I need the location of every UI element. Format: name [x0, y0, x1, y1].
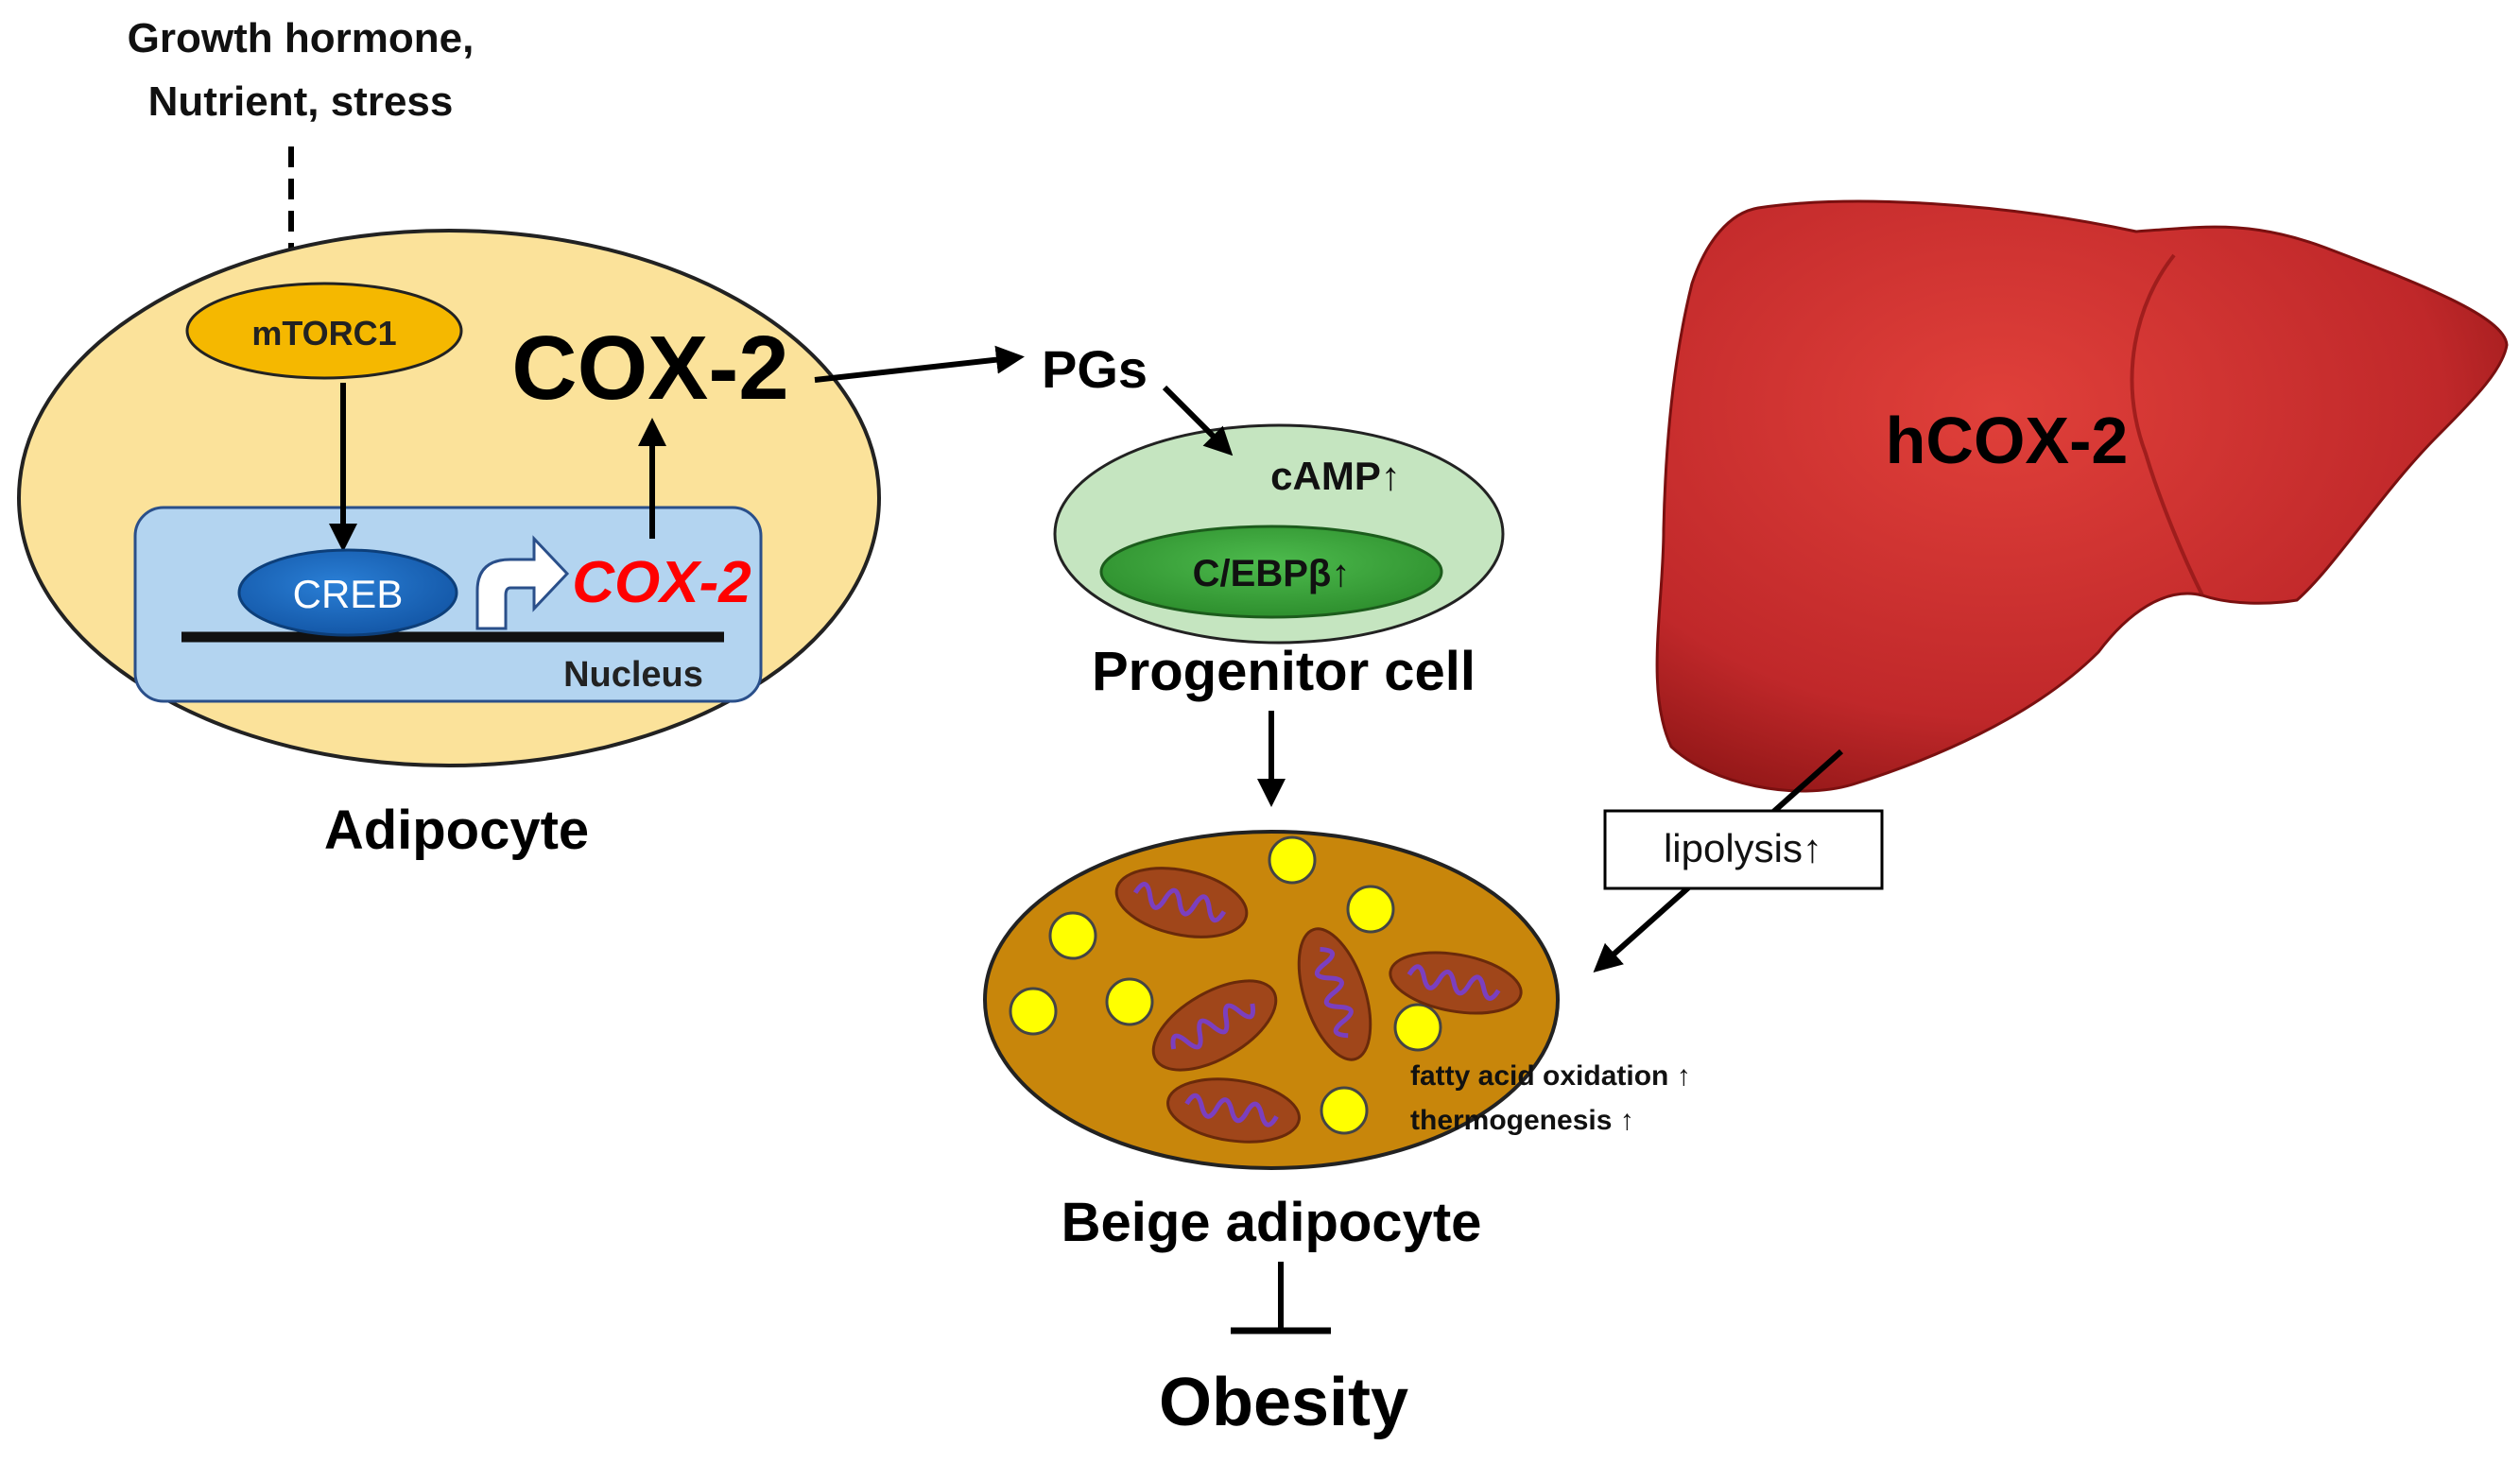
creb-node — [237, 548, 458, 637]
creb-label: CREB — [293, 572, 404, 616]
lipid-droplet — [1268, 835, 1317, 885]
lipolysis-box — [1603, 809, 1884, 890]
mitochondrion — [1389, 951, 1523, 1015]
mitochondrion — [1297, 927, 1372, 1061]
nucleus-label: Nucleus — [563, 655, 703, 695]
lipid-droplet — [1009, 987, 1058, 1036]
lipid-droplet — [1048, 911, 1097, 960]
lipid-droplet — [1393, 1003, 1442, 1052]
beige-adipocyte-label: Beige adipocyte — [1062, 1192, 1482, 1253]
mitochondrion — [1114, 867, 1249, 938]
mitochondria — [1114, 867, 1523, 1144]
lipid-droplet — [1346, 885, 1395, 934]
mtorc1-node — [185, 282, 463, 380]
cebpb-label: C/EBPβ↑ — [1193, 553, 1351, 594]
pgs-to-camp-arrow — [1162, 385, 1234, 456]
transcription-arrow-icon — [475, 535, 570, 630]
thermogenesis-label: thermogenesis ↑ — [1410, 1105, 1634, 1136]
stimulus-line-1: Growth hormone, — [128, 15, 475, 61]
mitochondrion — [1151, 979, 1278, 1072]
lipid-droplets — [1009, 835, 1442, 1135]
lipid-droplet — [1320, 1086, 1369, 1135]
mtorc1-label: mTORC1 — [251, 314, 396, 353]
fatty-acid-oxidation-label: fatty acid oxidation ↑ — [1410, 1060, 1691, 1092]
obesity-label: Obesity — [1159, 1365, 1408, 1440]
liver-lobe-line — [2130, 253, 2204, 596]
cox2-to-pgs-arrow — [814, 345, 1025, 383]
cox2-gene-label: COX-2 — [572, 550, 751, 615]
lipid-droplet — [1105, 977, 1154, 1026]
adipocyte-label: Adipocyte — [324, 800, 589, 861]
pgs-label: PGs — [1042, 339, 1148, 399]
lipolysis-label: lipolysis↑ — [1664, 826, 1822, 870]
camp-label: cAMP↑ — [1270, 454, 1401, 498]
progenitor-label: Progenitor cell — [1092, 641, 1476, 702]
liver-illustration — [1655, 199, 2509, 793]
cebpb-node — [1099, 525, 1443, 619]
cox2-protein-label: COX-2 — [511, 318, 788, 419]
stimulus-line-2: Nutrient, stress — [148, 78, 454, 125]
mitochondrion — [1166, 1077, 1301, 1144]
liver-label: hCOX-2 — [1886, 404, 2129, 477]
